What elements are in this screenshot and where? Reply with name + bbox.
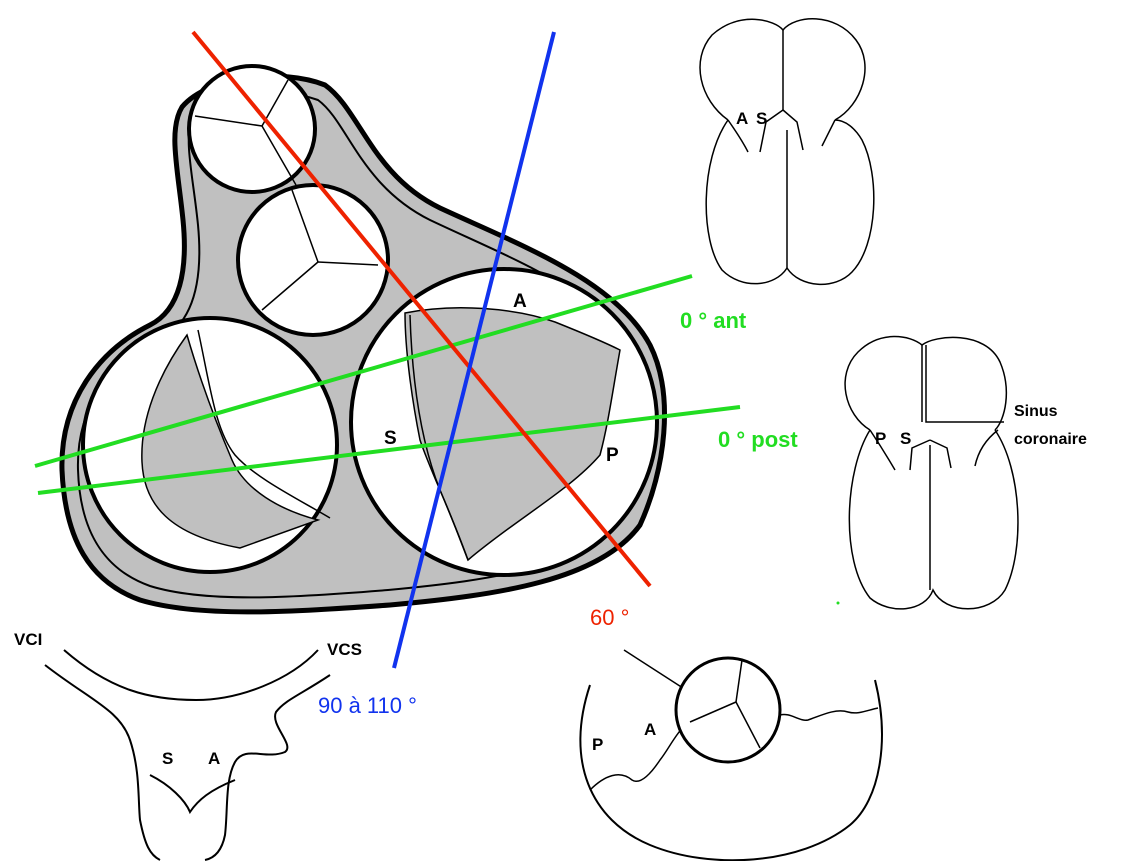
bicaval-label-A: A — [208, 749, 220, 768]
ant-label-A: A — [736, 109, 748, 128]
post-label-sinus: Sinus — [1014, 403, 1058, 420]
view-bicaval: VCI VCS S A — [14, 630, 362, 860]
bicaval-label-VCS: VCS — [327, 640, 362, 659]
label-tricuspid-A: A — [513, 291, 527, 312]
pulmonary-valve — [189, 66, 315, 192]
short-axis-label-P: P — [592, 735, 603, 754]
label-60deg: 60 ° — [590, 605, 629, 630]
heart-base-section: A S P — [62, 66, 665, 612]
label-90-110deg: 90 à 110 ° — [318, 693, 417, 718]
short-axis-aortic-valve — [676, 658, 780, 762]
post-label-S: S — [900, 429, 911, 448]
short-axis-label-A: A — [644, 720, 656, 739]
bicaval-label-VCI: VCI — [14, 630, 42, 649]
label-tricuspid-S: S — [384, 428, 397, 449]
view-0deg-ant: A S — [700, 19, 874, 285]
label-tricuspid-P: P — [606, 445, 619, 466]
label-0deg-ant: 0 ° ant — [680, 308, 747, 333]
ant-label-S: S — [756, 109, 767, 128]
post-label-coronaire: coronaire — [1014, 431, 1087, 448]
stray-dot — [837, 602, 840, 605]
view-short-axis: P A — [580, 650, 882, 860]
bicaval-label-S: S — [162, 749, 173, 768]
aortic-valve — [238, 185, 388, 335]
post-label-P: P — [875, 429, 886, 448]
label-0deg-post: 0 ° post — [718, 427, 798, 452]
mitral-valve — [83, 318, 337, 572]
view-0deg-post: P S Sinus coronaire — [845, 336, 1087, 608]
